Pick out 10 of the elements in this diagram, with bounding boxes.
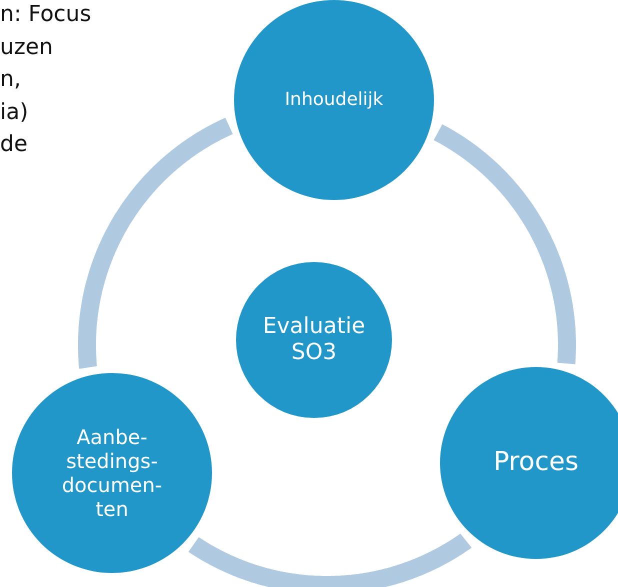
ring-arc-connector — [186, 532, 474, 587]
text-fragment: uzen — [0, 36, 53, 58]
node-label: Proces — [493, 447, 579, 479]
text-fragment: n, — [0, 69, 21, 91]
node-label: Evaluatie SO3 — [262, 314, 366, 366]
text-fragment: ia) — [0, 102, 28, 124]
text-fragment: de — [0, 134, 28, 156]
node-label: Aanbe- stedings- documen- ten — [60, 425, 164, 521]
text-fragment: n: Focus — [0, 4, 92, 26]
node-label: Inhoudelijk — [284, 89, 384, 111]
